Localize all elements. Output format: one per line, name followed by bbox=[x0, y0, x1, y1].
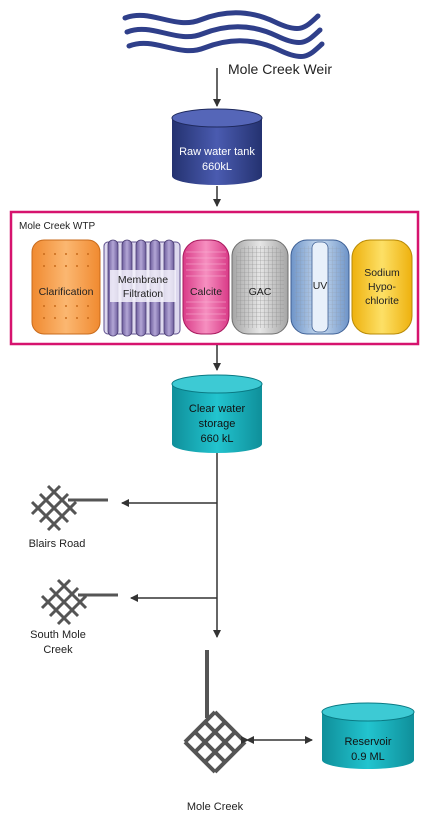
raw-tank-label-2: 660kL bbox=[202, 161, 232, 173]
reservoir-tank: Reservoir 0.9 ML bbox=[321, 702, 415, 769]
clear-tank-label-1: Clear water bbox=[189, 403, 246, 415]
branch-label-south-mole-1: South Mole bbox=[30, 629, 86, 641]
reservoir-label-2: 0.9 ML bbox=[351, 751, 385, 763]
source-label: Mole Creek Weir bbox=[228, 61, 332, 77]
stage-label-hypo-3: chlorite bbox=[365, 295, 399, 307]
branch-label-blairs-road: Blairs Road bbox=[29, 538, 86, 550]
stage-uv: UV bbox=[290, 239, 350, 335]
stage-clarification: Clarification bbox=[31, 239, 101, 335]
stage-membrane-filtration: Membrane Filtration bbox=[103, 239, 181, 337]
clear-tank-label-2: storage bbox=[199, 418, 236, 430]
stage-label-clarification: Clarification bbox=[39, 286, 94, 298]
network-grid-icon bbox=[40, 578, 118, 626]
water-waves-icon bbox=[122, 10, 325, 60]
stage-calcite: Calcite bbox=[182, 239, 230, 335]
reservoir-label-1: Reservoir bbox=[344, 736, 391, 748]
raw-water-tank: Raw water tank 660kL bbox=[171, 108, 263, 185]
raw-tank-label-1: Raw water tank bbox=[179, 146, 255, 158]
network-grid-icon bbox=[30, 484, 108, 532]
town-network-icon bbox=[183, 650, 247, 774]
stage-label-membrane-1: Membrane bbox=[118, 274, 168, 286]
town-label: Mole Creek bbox=[187, 801, 244, 813]
clear-water-tank: Clear water storage 660 kL bbox=[171, 374, 263, 453]
stage-sodium-hypochlorite: Sodium Hypo- chlorite bbox=[351, 239, 413, 335]
arrow-head-left bbox=[246, 736, 254, 744]
stage-label-hypo-1: Sodium bbox=[364, 267, 400, 279]
stage-label-membrane-2: Filtration bbox=[123, 288, 163, 300]
wtp-title: Mole Creek WTP bbox=[19, 221, 95, 232]
stage-label-hypo-2: Hypo- bbox=[368, 281, 397, 293]
branch-label-south-mole-2: Creek bbox=[43, 644, 73, 656]
clear-tank-label-3: 660 kL bbox=[200, 433, 233, 445]
stage-gac: GAC bbox=[231, 239, 289, 335]
stage-label-uv: UV bbox=[313, 280, 328, 292]
stage-label-calcite: Calcite bbox=[190, 286, 222, 298]
stage-label-gac: GAC bbox=[249, 286, 272, 298]
